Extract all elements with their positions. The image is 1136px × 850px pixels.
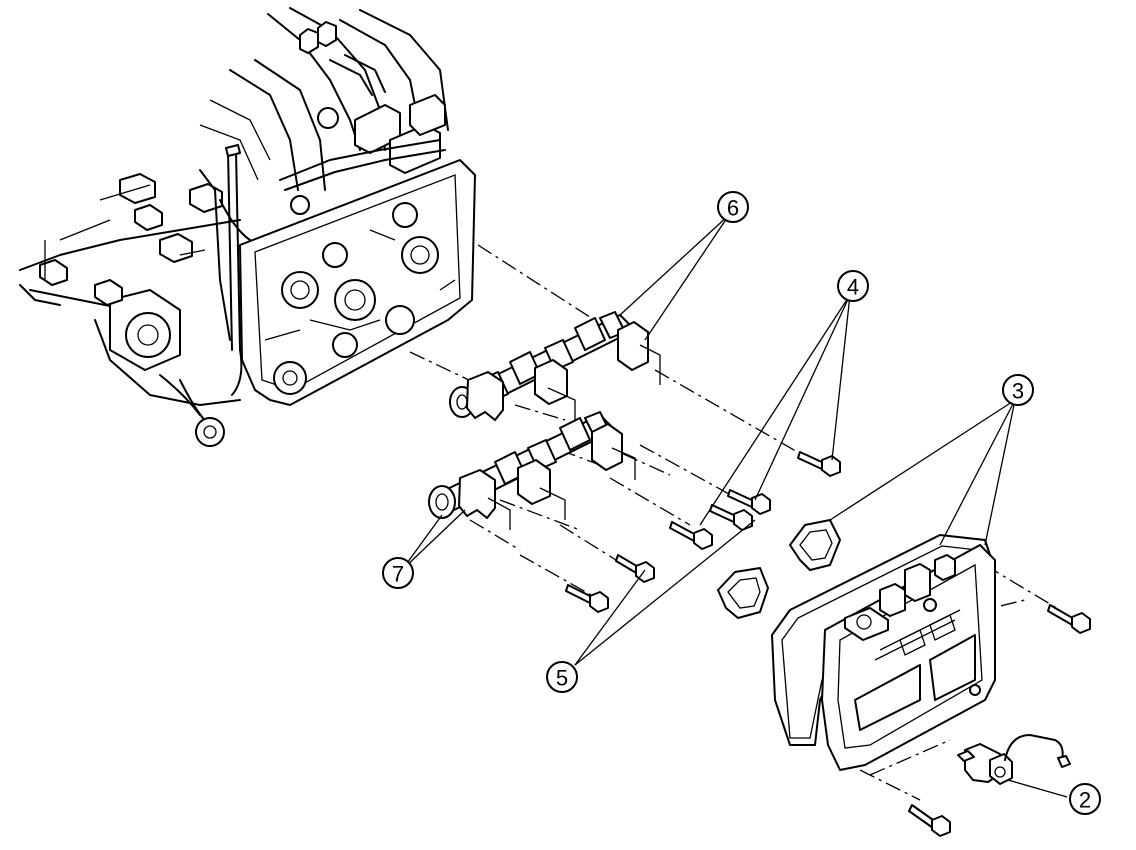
engine-assembly bbox=[19, 7, 476, 447]
callout-2: 2 bbox=[1069, 783, 1101, 815]
bolt bbox=[615, 554, 655, 583]
bolt bbox=[565, 584, 609, 613]
callout-2-label: 2 bbox=[1079, 788, 1091, 813]
callout-5-label: 6 bbox=[727, 196, 739, 221]
bolt bbox=[908, 804, 951, 837]
callout-3-label: 3 bbox=[1012, 379, 1024, 404]
callout-4-label: 4 bbox=[847, 275, 859, 300]
callout-6-label: 5 bbox=[556, 666, 568, 691]
callout-4: 4 bbox=[837, 270, 869, 302]
front-belt-cover bbox=[821, 544, 996, 771]
bolt bbox=[669, 521, 713, 550]
cam-sensor bbox=[957, 734, 1071, 785]
lower-camshaft-assembly bbox=[428, 411, 636, 530]
callout-7-label: 7 bbox=[392, 562, 404, 587]
callout-6: 5 bbox=[546, 661, 578, 693]
bolt bbox=[727, 489, 771, 515]
callout-7: 7 bbox=[382, 557, 414, 589]
leader-lines bbox=[401, 214, 1068, 798]
callout-5: 6 bbox=[717, 191, 749, 223]
upper-camshaft-assembly bbox=[449, 311, 661, 425]
bolt bbox=[1047, 604, 1091, 634]
bolts bbox=[565, 451, 1091, 837]
bolt bbox=[709, 504, 753, 531]
bolt bbox=[797, 451, 841, 477]
callout-3: 3 bbox=[1002, 374, 1034, 406]
